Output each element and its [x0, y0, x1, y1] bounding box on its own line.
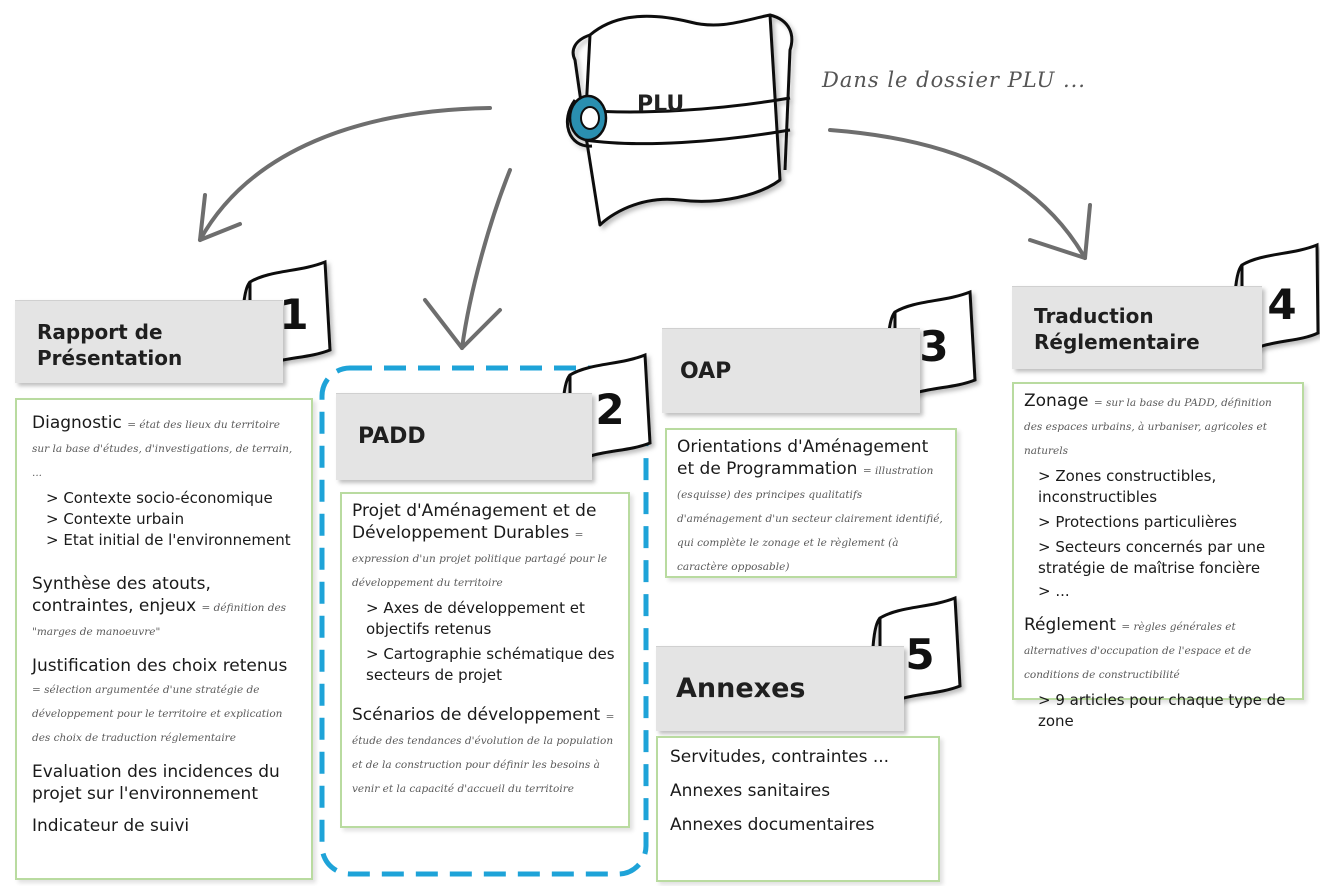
- section-4-title-line2: Réglementaire: [1034, 330, 1200, 354]
- section-1-title-line2: Présentation: [37, 346, 183, 370]
- list-bullet: > Cartographie schématique des secteurs …: [366, 645, 615, 684]
- section-2-body: Projet d'Aménagement et de Développement…: [340, 492, 630, 828]
- list-item: Servitudes, contraintes ...: [670, 747, 890, 767]
- list-item: Diagnostic = état des lieux du territoir…: [32, 412, 297, 484]
- section-4-body: Zonage = sur la base du PADD, définition…: [1012, 382, 1304, 730]
- list-bullet: > Secteurs concernés par une stratégie d…: [1038, 538, 1266, 577]
- list-bullet: > Contexte urbain: [46, 510, 185, 528]
- item-heading: Indicateur de suivi: [32, 816, 190, 836]
- section-2-title: PADD: [358, 424, 426, 449]
- section-4-number: 4: [1267, 280, 1297, 329]
- plu-document-icon: [565, 13, 794, 227]
- item-heading: Réglement: [1024, 615, 1116, 635]
- list-item: Evaluation des incidences du projet sur …: [32, 761, 297, 805]
- item-heading: Evaluation des incidences du projet sur …: [32, 762, 280, 804]
- padd-dashed-highlight: [319, 365, 649, 877]
- section-3-title: OAP: [680, 359, 732, 384]
- section-1-title-line1: Rapport de: [37, 320, 163, 344]
- section-1-header: Rapport de Présentation: [15, 300, 283, 383]
- item-note: = état des lieux du territoire sur la ba…: [32, 419, 293, 479]
- item-heading: Scénarios de développement: [352, 705, 601, 725]
- list-item: Projet d'Aménagement et de Développement…: [352, 500, 616, 594]
- list-bullet: > Etat initial de l'environnement: [46, 531, 291, 549]
- list-item: Réglement = règles générales et alternat…: [1024, 614, 1290, 686]
- item-heading: Zonage: [1024, 391, 1089, 411]
- arrow-to-section-4: [828, 128, 1092, 260]
- section-5-title: Annexes: [676, 673, 806, 704]
- item-heading: Diagnostic: [32, 413, 122, 433]
- item-heading: Justification des choix retenus: [32, 656, 288, 676]
- item-note: = règles générales et alternatives d'occ…: [1024, 621, 1252, 681]
- section-1-body: Diagnostic = état des lieux du territoir…: [15, 398, 313, 880]
- list-bullet: > Contexte socio-économique: [46, 489, 273, 507]
- list-bullet: > Zones constructibles, inconstructibles: [1038, 467, 1217, 506]
- item-note: = étude des tendances d'évolution de la …: [352, 711, 615, 795]
- section-5-number: 5: [905, 630, 935, 679]
- list-item: Orientations d'Aménagement et de Program…: [677, 436, 943, 578]
- list-bullet: > 9 articles pour chaque type de zone: [1038, 691, 1286, 730]
- section-2-header: PADD: [336, 393, 592, 480]
- tagline: Dans le dossier PLU ...: [822, 68, 1086, 92]
- list-bullet: > ...: [1038, 582, 1070, 600]
- section-4-title-line1: Traduction: [1034, 304, 1154, 328]
- list-item: Justification des choix retenus = sélect…: [32, 655, 297, 749]
- section-3-number: 3: [919, 322, 949, 371]
- section-5-body: Servitudes, contraintes ... Annexes sani…: [656, 736, 940, 882]
- item-note: = illustration (esquisse) des principes …: [677, 465, 943, 573]
- section-5-header: Annexes: [656, 646, 904, 731]
- plu-label: PLU: [637, 92, 685, 117]
- list-item: Scénarios de développement = étude des t…: [352, 704, 616, 800]
- list-item: Annexes sanitaires: [670, 781, 831, 801]
- list-bullet: > Axes de développement et objectifs ret…: [366, 599, 585, 638]
- item-note: = sélection argumentée d'une stratégie d…: [32, 684, 283, 744]
- item-note: = définition des "marges de manoeuvre": [32, 602, 287, 638]
- item-heading: Projet d'Aménagement et de Développement…: [352, 501, 597, 543]
- item-note: = sur la base du PADD, définition des es…: [1024, 397, 1272, 457]
- list-bullet: > Protections particulières: [1038, 513, 1237, 531]
- section-3-header: OAP: [662, 328, 920, 413]
- section-4-header: Traduction Réglementaire: [1012, 286, 1262, 369]
- section-3-body: Orientations d'Aménagement et de Program…: [665, 428, 957, 578]
- list-item: Zonage = sur la base du PADD, définition…: [1024, 390, 1290, 462]
- item-heading: Orientations d'Aménagement et de Program…: [677, 437, 929, 479]
- list-item: Synthèse des atouts, contraintes, enjeux…: [32, 573, 297, 643]
- section-1-number: 1: [279, 290, 309, 339]
- section-2-number: 2: [595, 385, 625, 434]
- arrow-to-section-1: [198, 106, 492, 242]
- item-heading: Synthèse des atouts, contraintes, enjeux: [32, 574, 211, 616]
- item-note: = expression d'un projet politique parta…: [352, 529, 608, 589]
- arrow-to-section-2: [423, 168, 512, 350]
- list-item: Annexes documentaires: [670, 815, 875, 835]
- list-item: Indicateur de suivi: [32, 815, 297, 837]
